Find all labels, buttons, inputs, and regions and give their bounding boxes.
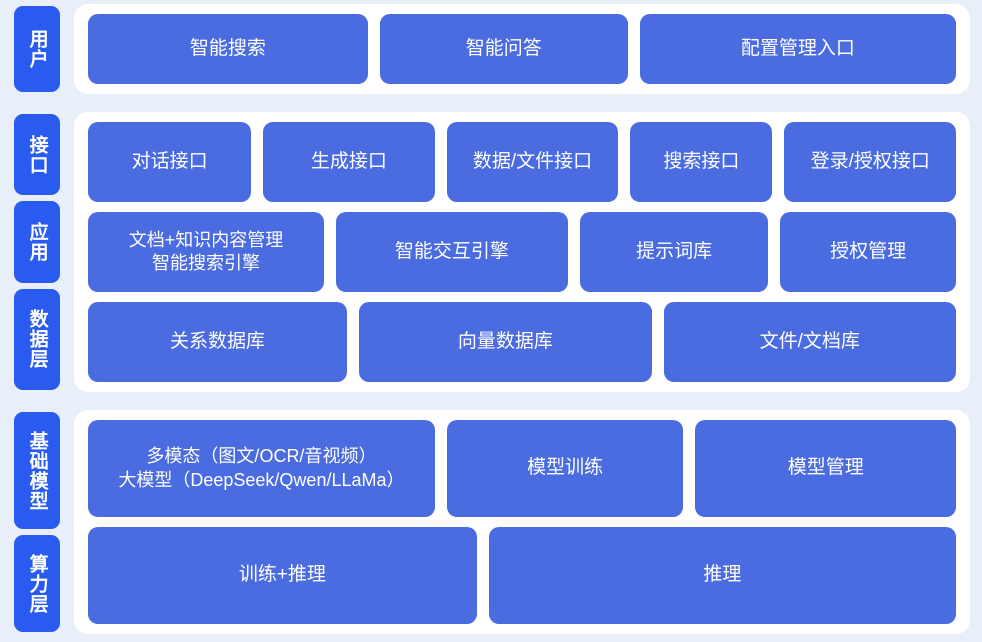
rail-badge-compute-layer[interactable]: 算力层 — [14, 535, 60, 632]
rail-middle: 接口 应用 数据层 — [0, 108, 74, 396]
rail-badge-data-layer[interactable]: 数据层 — [14, 288, 60, 390]
section-middle: 接口 应用 数据层 对话接口 生成接口 数据/文件接口 搜索接口 登录/授权接口… — [0, 108, 982, 396]
box-search-api[interactable]: 搜索接口 — [630, 122, 773, 202]
box-authorization-management[interactable]: 授权管理 — [780, 212, 956, 292]
section-bottom: 基础模型 算力层 多模态（图文/OCR/音视频） 大模型（DeepSeek/Qw… — [0, 406, 982, 638]
box-doc-knowledge-management[interactable]: 文档+知识内容管理 智能搜索引擎 — [88, 212, 325, 292]
box-inference[interactable]: 推理 — [488, 527, 956, 624]
box-multimodal-large-model[interactable]: 多模态（图文/OCR/音视频） 大模型（DeepSeek/Qwen/LLaMa） — [88, 420, 435, 517]
card-user: 智能搜索 智能问答 配置管理入口 — [74, 4, 970, 94]
box-prompt-library[interactable]: 提示词库 — [579, 212, 769, 292]
box-login-auth-api[interactable]: 登录/授权接口 — [784, 122, 956, 202]
row-data: 关系数据库 向量数据库 文件/文档库 — [88, 302, 956, 382]
row-compute: 训练+推理 推理 — [88, 527, 956, 624]
box-data-file-api[interactable]: 数据/文件接口 — [446, 122, 619, 202]
box-smart-qa[interactable]: 智能问答 — [379, 14, 628, 84]
box-file-document-store[interactable]: 文件/文档库 — [663, 302, 956, 382]
section-user: 用户 智能搜索 智能问答 配置管理入口 — [0, 0, 982, 98]
rail-badge-user[interactable]: 用户 — [14, 6, 60, 92]
rail-bottom: 基础模型 算力层 — [0, 406, 74, 638]
rail-badge-application[interactable]: 应用 — [14, 201, 60, 283]
box-model-training[interactable]: 模型训练 — [446, 420, 684, 517]
box-config-management-entry[interactable]: 配置管理入口 — [639, 14, 956, 84]
box-relational-database[interactable]: 关系数据库 — [88, 302, 348, 382]
box-model-management[interactable]: 模型管理 — [695, 420, 956, 517]
rail-user: 用户 — [0, 0, 74, 98]
rail-badge-foundation-model[interactable]: 基础模型 — [14, 412, 60, 529]
card-middle: 对话接口 生成接口 数据/文件接口 搜索接口 登录/授权接口 文档+知识内容管理… — [74, 112, 970, 392]
box-training-plus-inference[interactable]: 训练+推理 — [88, 527, 477, 624]
row-user: 智能搜索 智能问答 配置管理入口 — [88, 14, 956, 84]
row-application: 文档+知识内容管理 智能搜索引擎 智能交互引擎 提示词库 授权管理 — [88, 212, 956, 292]
card-bottom: 多模态（图文/OCR/音视频） 大模型（DeepSeek/Qwen/LLaMa）… — [74, 410, 970, 634]
box-generation-api[interactable]: 生成接口 — [263, 122, 435, 202]
rail-badge-interface[interactable]: 接口 — [14, 114, 60, 196]
box-vector-database[interactable]: 向量数据库 — [359, 302, 652, 382]
row-foundation-model: 多模态（图文/OCR/音视频） 大模型（DeepSeek/Qwen/LLaMa）… — [88, 420, 956, 517]
box-dialog-api[interactable]: 对话接口 — [88, 122, 252, 202]
box-smart-search[interactable]: 智能搜索 — [88, 14, 368, 84]
row-interface: 对话接口 生成接口 数据/文件接口 搜索接口 登录/授权接口 — [88, 122, 956, 202]
box-smart-interaction-engine[interactable]: 智能交互引擎 — [336, 212, 568, 292]
